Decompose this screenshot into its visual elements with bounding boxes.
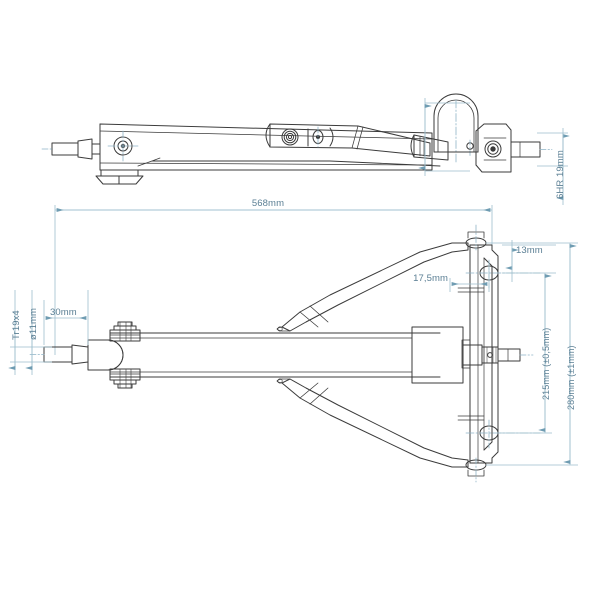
edge-distance-dimension-text: 13mm (516, 245, 543, 256)
plan-left-dimensions (8, 290, 89, 375)
hex-head-dimension-text: 6HR 19mm (555, 150, 566, 199)
output-shaft-right (510, 141, 553, 158)
support-arm-lower (276, 378, 469, 468)
handle-arc-detail (433, 93, 479, 163)
support-arm-upper (276, 242, 469, 332)
main-beam-plan (109, 332, 441, 378)
hole-spacing-dimension-text: 215mm (±0,5mm) (541, 328, 551, 400)
plan-right-dimensions (449, 240, 578, 466)
dimension-label-hex-head: 6HR 19mm (555, 150, 566, 199)
pivot-boss-detail (107, 130, 139, 162)
base-foot-plate (95, 169, 144, 185)
shaft-length-dimension-text: 30mm (50, 307, 77, 318)
hole-offset-dimension-text: 17,5mm (413, 273, 448, 284)
plate-height-dimension-text: 280mm (±1mm) (566, 345, 576, 410)
arm-boss-detail (281, 126, 334, 148)
shaft-diameter-dimension-text: ø11mm (28, 308, 39, 340)
top-view-dimensions (418, 98, 570, 205)
top-view-group (41, 93, 553, 185)
lower-skirt-line (137, 160, 441, 167)
thread-spec-dimension-text: Tr19x4 (11, 310, 22, 340)
overall-length-dimension (54, 205, 493, 355)
overall-length-dimension-text: 568mm (252, 198, 284, 209)
mounting-plate (457, 244, 499, 464)
